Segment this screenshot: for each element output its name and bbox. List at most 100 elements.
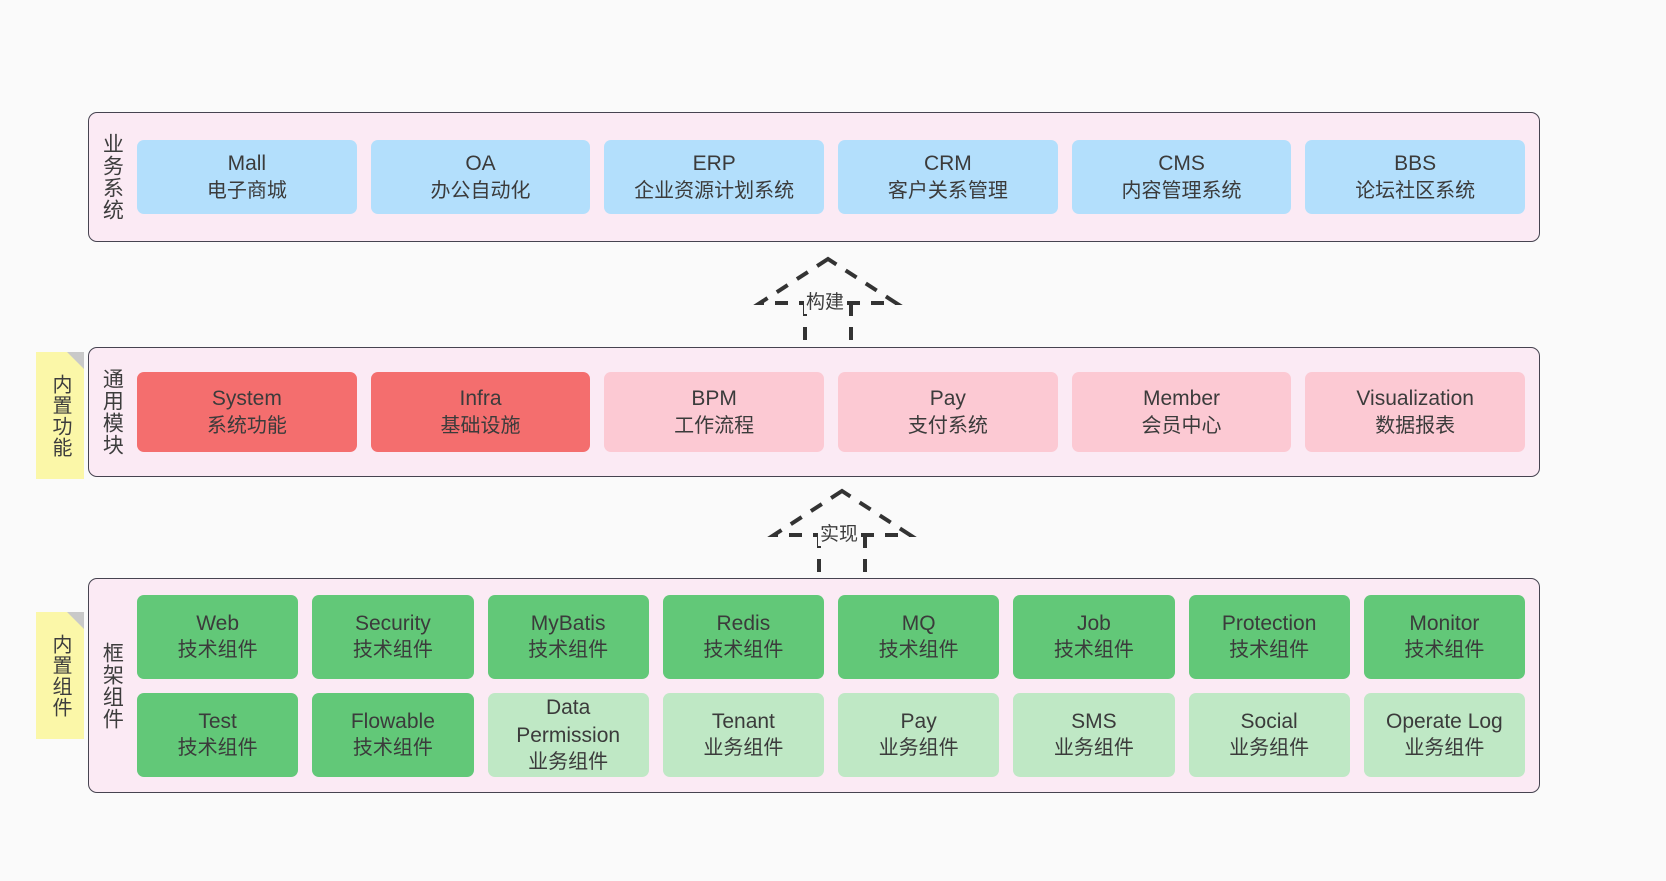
node-sms[interactable]: SMS 业务组件 [1013,692,1175,777]
node-name: Test [198,709,237,733]
node-flowable[interactable]: Flowable 技术组件 [312,692,474,777]
node-subtitle: 基础设施 [440,414,521,437]
node-mall[interactable]: Mall 电子商城 [137,140,357,214]
layer-body-framework-component: Web 技术组件 Security 技术组件 MyBatis 技术组件 Redi… [133,579,1539,792]
node-name: CMS [1158,152,1205,176]
node-subtitle: 业务组件 [528,750,609,773]
node-oa[interactable]: OA 办公自动化 [370,140,591,214]
node-job[interactable]: Job 技术组件 [1013,594,1175,679]
node-subtitle: 技术组件 [1053,639,1134,662]
node-bbs[interactable]: BBS 论坛社区系统 [1305,140,1526,214]
node-operate-log[interactable]: Operate Log 业务组件 [1363,692,1525,777]
node-subtitle: 办公自动化 [430,179,531,202]
layer-business-system[interactable]: 业务系统 Mall 电子商城 OA 办公自动化 ERP 企业资源计划系统 CRM… [88,112,1540,242]
node-name: Redis [716,611,771,635]
connector-implement: 实现 [758,487,938,579]
note-label: 内置功能 [49,373,71,458]
node-subtitle: 技术组件 [352,639,433,662]
node-subtitle: 企业资源计划系统 [634,179,795,202]
node-subtitle: 技术组件 [1404,639,1485,662]
node-name: Monitor [1409,611,1480,635]
node-row: Test 技术组件 Flowable 技术组件 Data Permission … [137,692,1525,777]
node-subtitle: 技术组件 [878,639,959,662]
node-subtitle: 技术组件 [1229,639,1310,662]
note-label: 内置组件 [49,633,71,718]
node-name: Pay [929,387,966,411]
node-mq[interactable]: MQ 技术组件 [838,594,1000,679]
node-pay-business[interactable]: Pay 业务组件 [838,692,1000,777]
node-name: BPM [691,387,737,411]
node-name: Operate Log [1385,709,1503,733]
node-social[interactable]: Social 业务组件 [1188,692,1350,777]
node-member[interactable]: Member 会员中心 [1071,372,1292,452]
node-test[interactable]: Test 技术组件 [137,692,299,777]
node-subtitle: 业务组件 [703,737,784,760]
connector-build: 构建 [744,255,924,347]
node-infra[interactable]: Infra 基础设施 [370,372,591,452]
node-subtitle: 技术组件 [352,737,433,760]
node-subtitle: 客户关系管理 [887,179,1008,202]
node-name: Web [196,611,240,635]
node-name: SMS [1071,709,1117,733]
layer-body-common-module: System 系统功能 Infra 基础设施 BPM 工作流程 Pay 支付系统… [133,348,1539,476]
node-subtitle: 工作流程 [674,414,755,437]
node-web[interactable]: Web 技术组件 [137,594,299,679]
layer-title-business-system: 业务系统 [100,133,124,221]
node-protection[interactable]: Protection 技术组件 [1188,594,1350,679]
node-monitor[interactable]: Monitor 技术组件 [1363,594,1525,679]
layer-title-common-module: 通用模块 [100,368,124,456]
node-name: Data Permission [516,696,621,747]
node-subtitle: 业务组件 [878,737,959,760]
node-security[interactable]: Security 技术组件 [312,594,474,679]
node-cms[interactable]: CMS 内容管理系统 [1071,140,1292,214]
node-subtitle: 技术组件 [703,639,784,662]
node-subtitle: 系统功能 [206,414,287,437]
connector-implement-label: 实现 [818,519,861,546]
node-name: Visualization [1356,387,1474,411]
node-name: Member [1143,387,1221,411]
node-name: Social [1240,709,1298,733]
node-crm[interactable]: CRM 客户关系管理 [838,140,1058,214]
node-name: System [211,387,282,411]
note-fold-corner-icon [67,352,84,369]
note-fold-corner-icon [67,612,84,629]
connector-build-label: 构建 [804,287,847,314]
node-name: MQ [901,611,936,635]
node-bpm[interactable]: BPM 工作流程 [604,372,825,452]
node-erp[interactable]: ERP 企业资源计划系统 [604,140,825,214]
node-data-permission[interactable]: Data Permission 业务组件 [487,692,649,777]
node-name: Mall [227,152,267,176]
note-builtin-component[interactable]: 内置组件 [36,612,84,739]
node-name: Pay [900,709,937,733]
layer-framework-component[interactable]: 框架组件 Web 技术组件 Security 技术组件 MyBatis 技术组件… [88,578,1540,793]
layer-body-business-system: Mall 电子商城 OA 办公自动化 ERP 企业资源计划系统 CRM 客户关系… [133,113,1539,241]
node-tenant[interactable]: Tenant 业务组件 [662,692,824,777]
node-redis[interactable]: Redis 技术组件 [662,594,824,679]
node-subtitle: 业务组件 [1229,737,1310,760]
node-name: Infra [459,387,502,411]
node-mybatis[interactable]: MyBatis 技术组件 [487,594,649,679]
layer-common-module[interactable]: 通用模块 System 系统功能 Infra 基础设施 BPM 工作流程 Pay… [88,347,1540,477]
node-subtitle: 论坛社区系统 [1355,179,1476,202]
node-name: Flowable [350,709,435,733]
node-name: Security [354,611,431,635]
node-subtitle: 支付系统 [907,414,988,437]
node-subtitle: 业务组件 [1053,737,1134,760]
node-subtitle: 会员中心 [1141,414,1222,437]
node-name: CRM [923,152,972,176]
node-subtitle: 技术组件 [177,639,258,662]
node-name: OA [465,152,496,176]
note-builtin-function[interactable]: 内置功能 [36,352,84,479]
node-row: System 系统功能 Infra 基础设施 BPM 工作流程 Pay 支付系统… [137,372,1526,452]
node-name: MyBatis [530,611,606,635]
node-subtitle: 技术组件 [528,639,609,662]
node-system[interactable]: System 系统功能 [137,372,357,452]
node-row: Web 技术组件 Security 技术组件 MyBatis 技术组件 Redi… [137,594,1525,679]
node-subtitle: 技术组件 [177,737,258,760]
node-row: Mall 电子商城 OA 办公自动化 ERP 企业资源计划系统 CRM 客户关系… [137,140,1526,214]
node-name: BBS [1394,152,1437,176]
node-visualization[interactable]: Visualization 数据报表 [1305,372,1526,452]
node-pay[interactable]: Pay 支付系统 [838,372,1058,452]
node-subtitle: 电子商城 [206,179,287,202]
